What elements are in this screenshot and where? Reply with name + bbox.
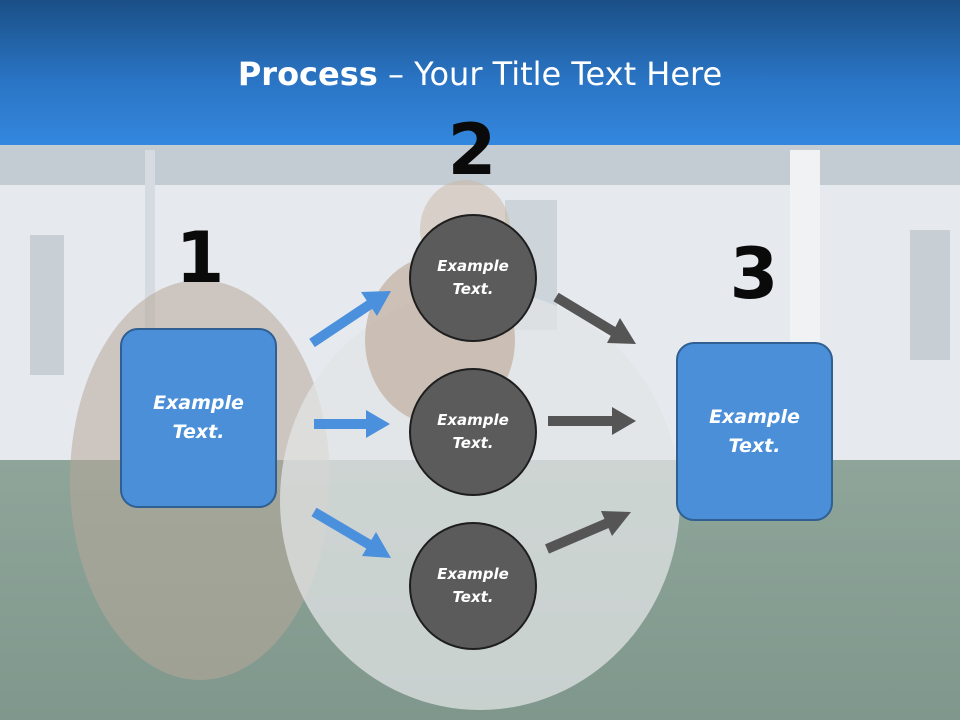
step-2-circle-top: Example Text. (409, 214, 537, 342)
step-2-circle-middle: Example Text. (409, 368, 537, 496)
step-number-1: 1 (175, 217, 225, 299)
arrow-1-to-2c (311, 507, 391, 558)
step-number-3: 3 (729, 233, 779, 315)
title-rest: – Your Title Text Here (377, 55, 723, 93)
header-bar (0, 0, 960, 145)
step-1-box: Example Text. (120, 328, 277, 508)
arrow-1-to-2a (309, 291, 391, 348)
arrow-2c-to-3 (545, 511, 631, 554)
arrow-2a-to-3 (553, 292, 636, 344)
step-3-box: Example Text. (676, 342, 833, 521)
arrow-1-to-2b (314, 410, 390, 438)
title-bold: Process (237, 55, 378, 93)
step-2-circle-bottom: Example Text. (409, 522, 537, 650)
arrow-2b-to-3 (548, 407, 636, 435)
step-number-2: 2 (447, 109, 497, 191)
page-title: Process – Your Title Text Here (0, 52, 960, 96)
